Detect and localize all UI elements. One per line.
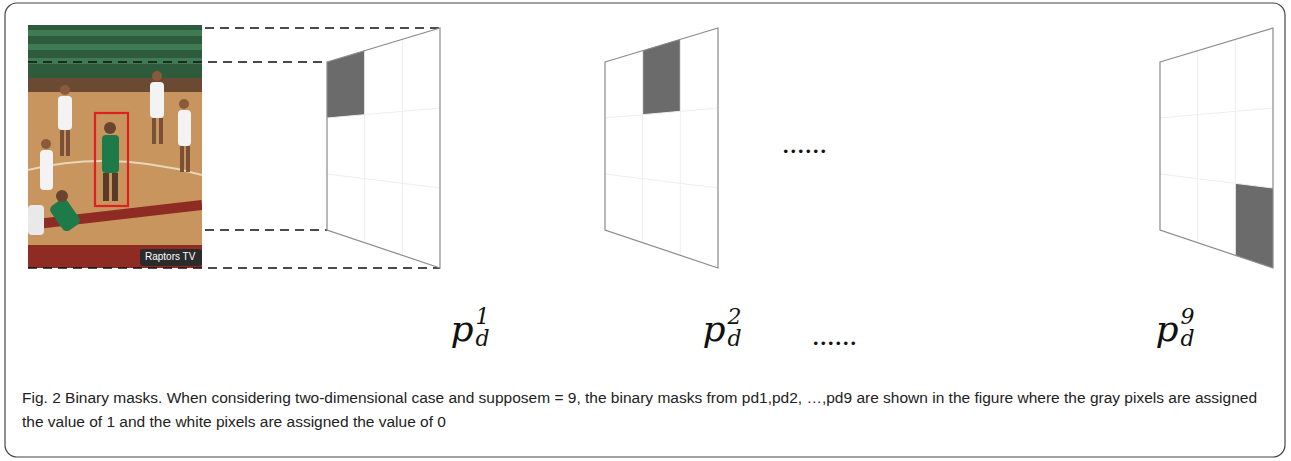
mask-grid: [1160, 28, 1273, 268]
mask-grid: [605, 28, 718, 268]
mask-outline: [605, 28, 718, 268]
mask-symbol: pd1: [450, 310, 489, 354]
figure-frame: [5, 3, 1285, 457]
binary-mask: pd9: [1160, 28, 1273, 268]
mask-outline: [1160, 28, 1273, 268]
mask-grid: [327, 28, 440, 268]
binary-mask: pd2: [605, 28, 718, 268]
ellipsis: ......: [782, 126, 827, 160]
mask-symbol: pd2: [702, 310, 741, 354]
watermark: Raptors TV: [145, 251, 195, 262]
video-frame-photo: [28, 25, 202, 268]
gray-pixel: [1235, 183, 1273, 268]
mask-outline: [327, 28, 440, 268]
ellipsis: ......: [812, 318, 857, 352]
mask-symbol: pd9: [1155, 310, 1194, 354]
binary-mask: pd1: [327, 28, 440, 268]
projection-dashed-lines: [28, 28, 440, 268]
gray-pixel: [643, 39, 681, 114]
target-bounding-box: [95, 113, 128, 206]
figure-caption: Fig. 2 Binary masks. When considering tw…: [22, 386, 1267, 434]
